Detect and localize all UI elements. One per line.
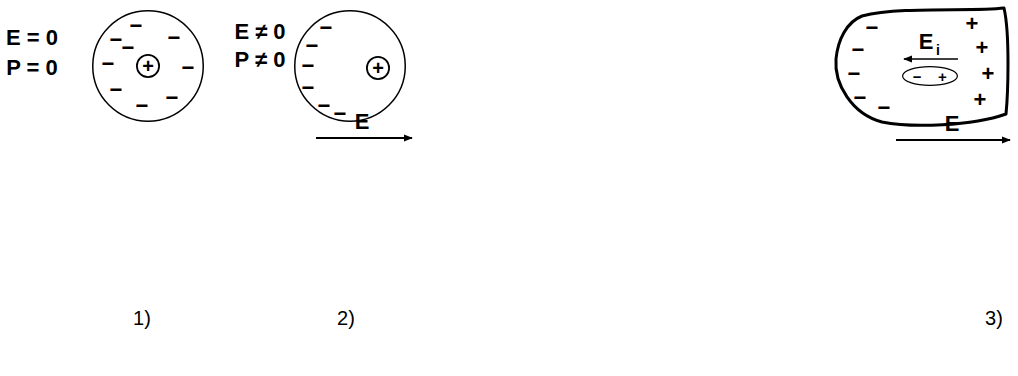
negative-charge: − [848,63,861,85]
dipole-ellipse-outline [902,66,958,86]
negative-charge: − [334,103,347,125]
dielectric-body: −−−−−++++Ei−+ [832,4,1012,128]
negative-charge: − [302,55,315,77]
negative-charge: − [130,15,143,37]
circle-outline [93,11,204,122]
field-symbol: E [355,111,370,133]
negative-charge: − [302,77,315,99]
panel-number: 3) [985,308,1003,328]
negative-charge: − [168,27,181,49]
negative-charge: − [110,29,123,51]
negative-charge: − [852,39,865,61]
positive-charge: + [372,58,384,78]
field-state: E = 0 [6,27,58,49]
negative-charge: − [318,95,331,117]
field-state: E ≠ 0 [234,21,285,43]
polarization-state: P = 0 [6,57,58,79]
ellipse-outline [903,67,958,86]
atom-circle: −−−−−−+ [294,10,406,122]
negative-charge: − [878,97,891,119]
field-symbol: i [936,43,940,57]
circle-outline [367,57,389,79]
panel-number: 1) [133,308,151,328]
negative-charge: − [866,17,879,39]
positive-charge: + [974,89,987,111]
negative-charge: − [136,95,149,117]
circle-outline [295,11,406,122]
positive-charge: + [982,63,995,85]
field-arrow [316,137,412,139]
nucleus-circle: + [136,54,160,78]
field-arrow [896,139,1010,141]
polarization-state: P ≠ 0 [235,49,286,71]
negative-charge: − [166,87,179,109]
nucleus-circle: + [366,56,390,80]
positive-charge: + [938,69,947,84]
negative-charge: − [122,37,135,59]
internal-field-arrow [904,58,958,60]
negative-charge: − [320,17,333,39]
negative-charge: − [854,87,867,109]
negative-charge: − [102,53,115,75]
negative-charge: − [913,69,922,84]
negative-charge: − [110,79,123,101]
atom-circle: −−−−−−−−−+ [92,10,204,122]
negative-charge: − [182,57,195,79]
field-symbol: E [945,113,960,135]
field-symbol: E [919,31,934,53]
circle-outline [137,55,159,77]
positive-charge: + [966,13,979,35]
body-outline [836,8,1008,125]
dipole-ellipse: −+ [902,66,958,86]
positive-charge: + [142,56,154,76]
negative-charge: − [306,35,319,57]
panel-number: 2) [337,308,355,328]
positive-charge: + [976,37,989,59]
